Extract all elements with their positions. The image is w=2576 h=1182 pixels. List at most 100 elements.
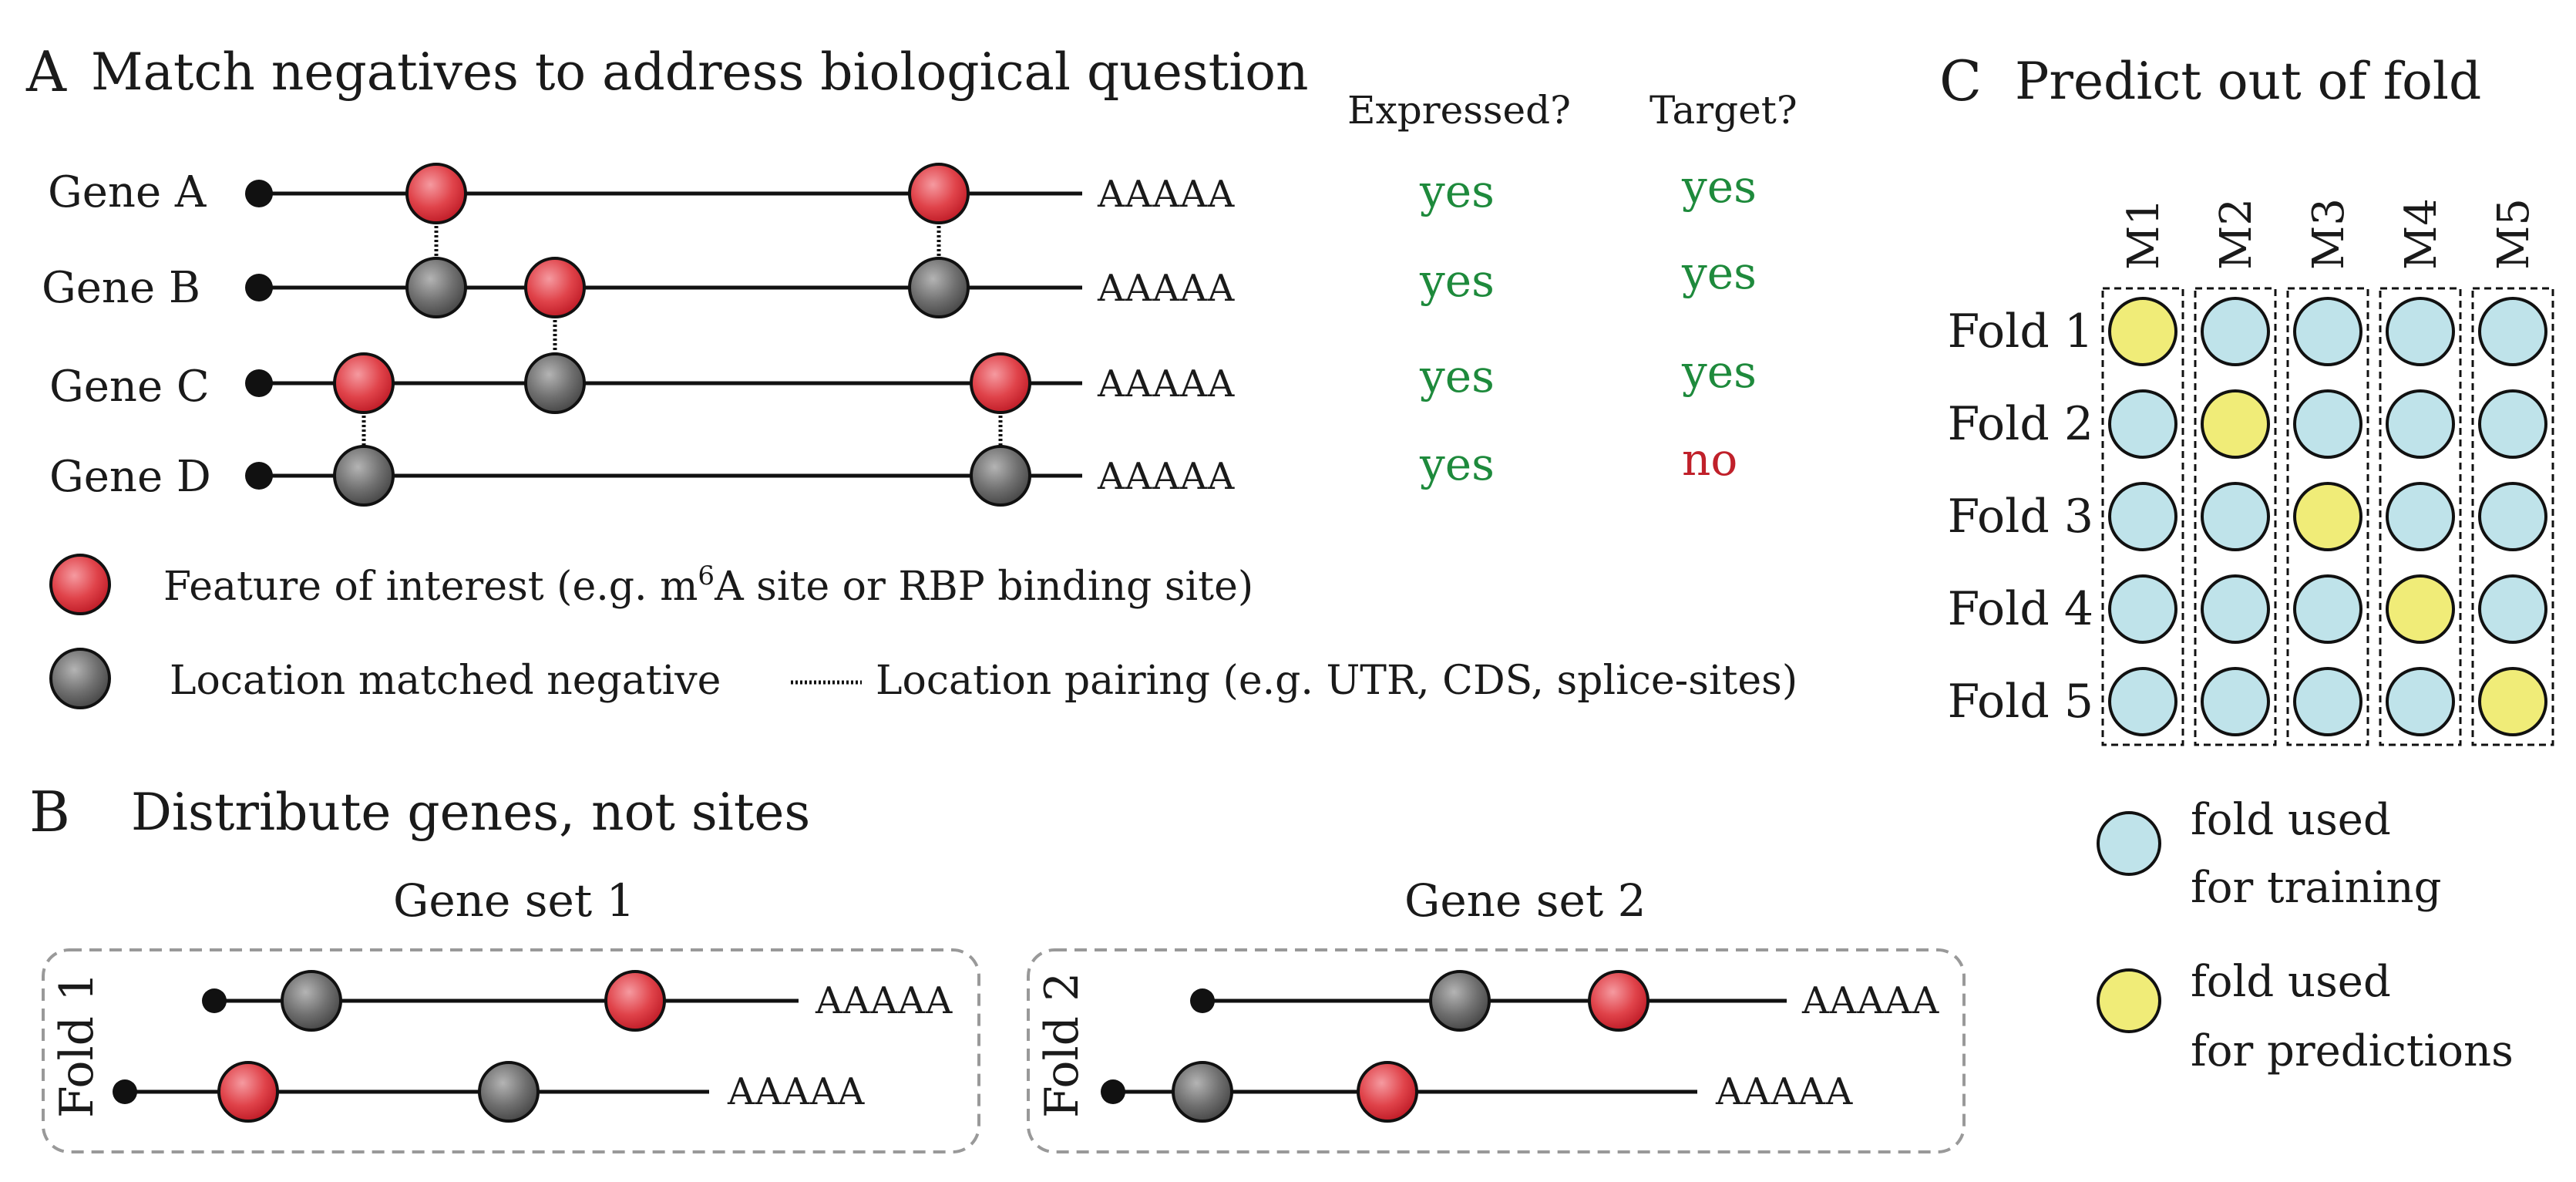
fold-label: Fold 2 [1035,972,1089,1118]
training-fold-cell [2386,667,2455,736]
gene-set-title: Gene set 2 [1404,874,1646,927]
polya-tail-label: AAAAA [1097,362,1236,406]
feature-legend-label: Feature of interest (e.g. m6A site or RB… [163,561,1253,610]
training-fold-cell [2293,297,2362,366]
pairing-legend-label: Location pairing (e.g. UTR, CDS, splice-… [876,658,1797,704]
gene-row-d: Gene D AAAAA yes no [49,433,1737,502]
five-prime-cap [1101,1079,1125,1104]
model-column-box [2286,287,2369,746]
expressed-answer: yes [1419,350,1495,402]
training-fold-cell [2201,297,2270,366]
feature-site [1588,970,1650,1032]
training-legend-line-1: fold used [2191,795,2391,845]
prediction-fold-cell [2293,482,2362,551]
model-column-box [2471,287,2554,746]
site-markers [333,163,1031,507]
panel-b-letter: B [29,780,70,844]
fold-row-label: Fold 2 [1948,397,2093,451]
model-column-box [2194,287,2277,746]
expressed-column-header: Expressed? [1347,88,1571,133]
negative-site [524,352,586,414]
prediction-fold-cell [2201,389,2270,459]
model-label: M5 [2489,198,2539,270]
negative-site [405,257,467,318]
prediction-fold-cell [2478,667,2547,736]
negative-site [478,1061,540,1123]
negative-site [1172,1061,1233,1123]
feature-site [405,163,467,224]
polya-tail-label: AAAAA [1097,267,1236,310]
polya-tail-label: AAAAA [815,979,953,1022]
fold-box [1027,948,1966,1153]
training-fold-cell [2108,667,2177,736]
feature-site [524,257,586,318]
feature-legend-swatch [49,554,111,615]
five-prime-cap [245,274,273,301]
negative-site [970,445,1031,507]
target-answer: yes [1681,160,1757,213]
training-fold-cell [2386,297,2455,366]
feature-site [217,1061,279,1123]
polya-tail-label: AAAAA [1097,173,1236,216]
training-fold-cell [2478,389,2547,459]
gene-row-b: Gene B AAAAA yes yes [42,247,1757,313]
five-prime-cap [245,462,273,490]
target-answer: yes [1681,247,1757,299]
panel-c-title: Predict out of fold [2015,52,2481,111]
prediction-legend-line-2: for predictions [2191,1026,2514,1076]
model-column-box [2101,287,2184,746]
training-fold-cell [2293,574,2362,644]
training-fold-cell [2293,667,2362,736]
model-label: M1 [2119,198,2169,270]
expressed-answer: yes [1419,438,1495,490]
model-label: M3 [2304,198,2354,270]
training-legend-line-2: for training [2191,863,2441,913]
target-column-header: Target? [1650,88,1797,133]
gene-set-2: Gene set 2 Fold 2 AAAAA AAAAA [1027,874,1966,1153]
five-prime-cap [245,369,273,397]
five-prime-cap [245,180,273,207]
fold-row-label: Fold 5 [1948,675,2093,729]
training-fold-cell [2293,389,2362,459]
feature-site [908,163,970,224]
training-fold-cell [2478,574,2547,644]
five-prime-cap [113,1079,137,1104]
training-fold-cell [2478,297,2547,366]
target-answer: yes [1681,345,1757,398]
training-fold-cell [2108,389,2177,459]
gene-row-c: Gene C AAAAA yes yes [49,345,1757,412]
polya-tail-label: AAAAA [1801,979,1940,1022]
prediction-legend-line-1: fold used [2191,957,2391,1007]
polya-tail-label: AAAAA [1097,455,1236,498]
training-fold-cell [2201,574,2270,644]
fold-label: Fold 1 [50,972,104,1118]
training-fold-cell [2108,574,2177,644]
prediction-fold-cell [2386,574,2455,644]
panel-c-letter: C [1939,49,1982,113]
five-prime-cap [1190,988,1215,1013]
negative-site [1429,970,1491,1032]
gene-name-label: Gene C [49,362,210,412]
feature-site [1357,1061,1418,1123]
panel-a-legend: Feature of interest (e.g. m6A site or RB… [49,554,1797,709]
fold-box [42,948,980,1153]
expressed-answer: yes [1419,254,1495,307]
five-prime-cap [202,988,227,1013]
panel-a-letter: A [25,39,67,104]
gene-set-1: Gene set 1 Fold 1 AAAAA AAAAA [42,874,980,1153]
training-fold-cell [2478,482,2547,551]
panel-b: B Distribute genes, not sites Gene set 1… [29,780,1966,1153]
gene-row-a: Gene A AAAAA yes yes [48,160,1757,217]
gene-name-label: Gene B [42,263,200,313]
feature-site [333,352,395,414]
panel-c-legend: fold used for training fold used for pre… [2097,795,2514,1076]
polya-tail-label: AAAAA [1715,1070,1854,1113]
training-fold-cell [2386,389,2455,459]
target-answer: no [1682,433,1737,486]
model-label: M2 [2211,198,2262,270]
feature-site [604,970,666,1032]
model-label: M4 [2396,198,2447,270]
expressed-answer: yes [1419,165,1495,217]
